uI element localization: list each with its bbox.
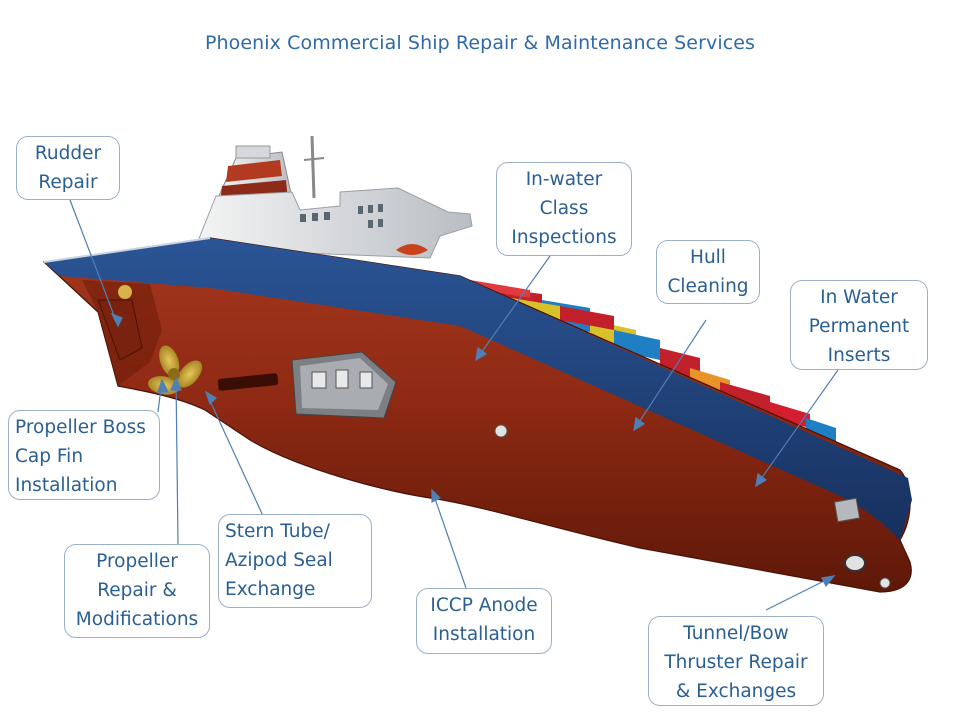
callout-in-water-class-inspections: In-water Class Inspections — [496, 162, 632, 256]
callout-iccp-anode-installation: ICCP Anode Installation — [416, 588, 552, 654]
callout-line: Installation — [432, 624, 536, 645]
callout-line: Tunnel/Bow — [683, 623, 789, 644]
callout-line: Stern Tube/ — [225, 521, 330, 542]
callout-line: Modifications — [75, 609, 199, 630]
callout-line: Rudder — [34, 143, 102, 164]
callout-line: Permanent — [808, 316, 910, 337]
sea-chest — [291, 351, 397, 419]
callout-rudder-repair: Rudder Repair — [16, 136, 120, 200]
callout-line: Exchange — [225, 579, 316, 600]
superstructure — [195, 135, 473, 259]
callout-line: Inspections — [511, 227, 617, 248]
callout-line: Class — [539, 198, 589, 219]
callout-line: ICCP Anode — [430, 595, 538, 616]
callout-hull-cleaning: Hull Cleaning — [656, 240, 760, 304]
callout-line: Repair — [38, 172, 98, 193]
callout-arrows — [69, 199, 839, 611]
callout-tunnel-bow-thruster: Tunnel/Bow Thruster Repair & Exchanges — [648, 616, 824, 706]
callout-propeller-repair: Propeller Repair & Modifications — [64, 544, 210, 638]
callout-line: & Exchanges — [675, 681, 797, 702]
rudder — [97, 299, 143, 361]
callout-line: Hull — [690, 247, 726, 268]
callout-stern-tube-azipod-seal: Stern Tube/ Azipod Seal Exchange — [218, 514, 372, 608]
callout-line: Azipod Seal — [225, 550, 333, 571]
page-title: Phoenix Commercial Ship Repair & Mainten… — [204, 32, 756, 54]
callout-line: In Water — [820, 287, 898, 308]
callout-in-water-permanent-inserts: In Water Permanent Inserts — [790, 280, 928, 370]
callout-line: Propeller — [96, 551, 178, 572]
callout-line: Installation — [15, 475, 118, 496]
callout-line: Inserts — [827, 345, 891, 366]
callout-line: In-water — [525, 169, 603, 190]
callout-propeller-boss-cap-fin: Propeller Boss Cap Fin Installation — [8, 410, 160, 500]
callout-line: Cap Fin — [15, 446, 84, 467]
callout-line: Thruster Repair — [664, 652, 808, 673]
callout-line: Cleaning — [667, 276, 749, 297]
deck-band — [44, 238, 912, 540]
hull — [42, 237, 912, 593]
callout-line: Propeller Boss — [15, 417, 146, 438]
callout-line: Repair & — [97, 580, 177, 601]
